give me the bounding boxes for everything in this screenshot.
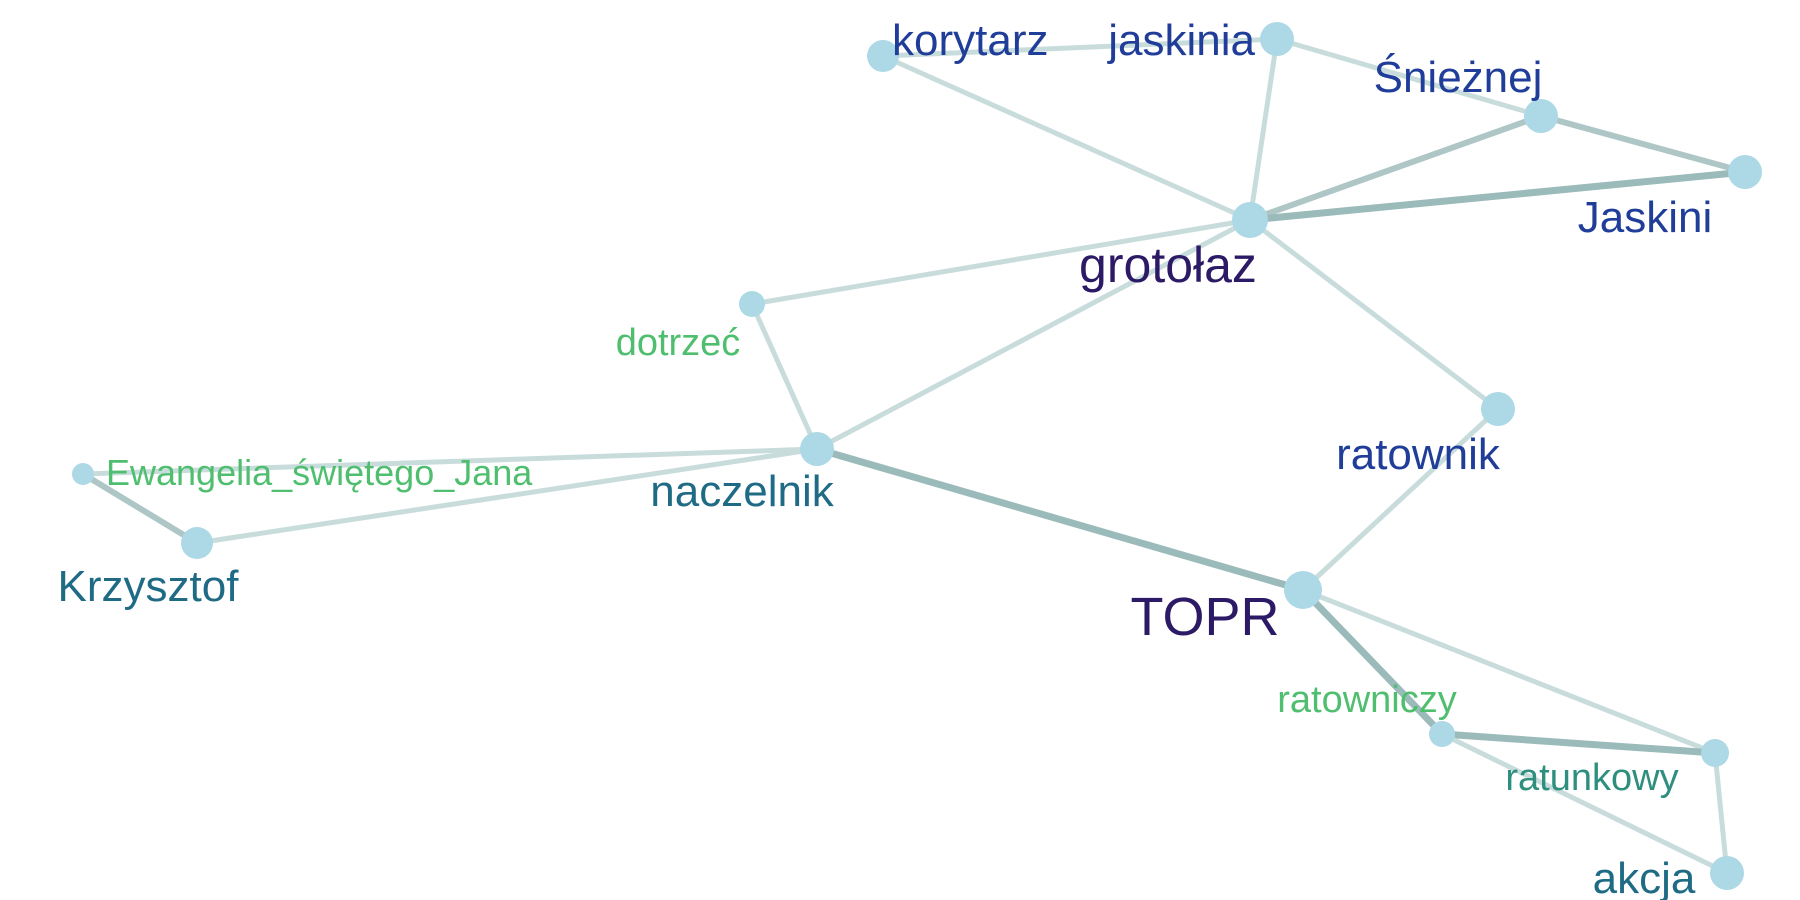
edge-topr-ratunkowy	[1300, 587, 1718, 756]
edge-sniezna-grotolaz	[1247, 113, 1544, 223]
edge-topr-ratowniczy	[1299, 586, 1446, 738]
node-ratunkowy	[1701, 739, 1729, 767]
edge-naczelnik-krzysztof	[194, 446, 820, 546]
edge-naczelnik-ewangelia	[80, 446, 820, 477]
node-label-ratownik: ratownik	[1336, 430, 1501, 479]
edge-ratunkowy-akcja	[1712, 750, 1730, 876]
edge-korytarz-jaskinia	[880, 36, 1280, 59]
node-akcja	[1710, 856, 1744, 890]
edge-dotrzec-naczelnik	[749, 301, 820, 452]
node-topr	[1284, 571, 1322, 609]
edge-ratowniczy-ratunkowy	[1438, 730, 1719, 757]
node-dotrzec	[739, 291, 765, 317]
node-label-dotrzec: dotrzeć	[616, 322, 741, 364]
edge-ratowniczy-akcja	[1439, 731, 1730, 876]
node-ewangelia	[72, 463, 94, 485]
node-korytarz	[867, 40, 899, 72]
node-naczelnik	[800, 432, 834, 466]
node-label-jaskini: Jaskini	[1578, 193, 1713, 242]
node-label-ewangelia: Ewangelia_świętego_Jana	[106, 452, 533, 493]
node-label-topr: TOPR	[1130, 587, 1279, 647]
edge-naczelnik-topr	[813, 445, 1307, 594]
edge-jaskinia-grotolaz	[1247, 36, 1280, 223]
node-krzysztof	[181, 527, 213, 559]
node-label-sniezna: Śnieżnej	[1374, 51, 1543, 102]
edge-grotolaz-dotrzec	[749, 217, 1253, 307]
node-jaskinia	[1260, 22, 1294, 56]
node-label-akcja: akcja	[1593, 854, 1696, 900]
edge-jaskinia-sniezna	[1274, 36, 1544, 119]
node-label-jaskinia: jaskinia	[1106, 16, 1255, 65]
edge-grotolaz-ratownik	[1247, 217, 1501, 412]
node-label-korytarz: korytarz	[892, 16, 1048, 65]
edge-ratownik-topr	[1300, 406, 1501, 593]
node-label-ratowniczy: ratowniczy	[1277, 679, 1457, 721]
edge-grotolaz-naczelnik	[814, 217, 1253, 452]
node-jaskini	[1728, 155, 1762, 189]
node-label-ratunkowy: ratunkowy	[1505, 757, 1678, 799]
node-label-grotolaz: grotołaz	[1079, 237, 1257, 293]
edge-layer	[80, 36, 1749, 876]
node-grotolaz	[1232, 202, 1268, 238]
edge-korytarz-grotolaz	[880, 53, 1253, 223]
node-ratownik	[1481, 392, 1515, 426]
edge-sniezna-jaskini	[1538, 113, 1748, 175]
node-layer	[72, 22, 1762, 890]
node-label-naczelnik: naczelnik	[650, 467, 834, 516]
edge-grotolaz-jaskini	[1246, 168, 1749, 224]
node-label-krzysztof: Krzysztof	[58, 562, 240, 611]
node-sniezna	[1524, 99, 1558, 133]
node-ratowniczy	[1429, 721, 1455, 747]
edge-ewangelia-krzysztof	[80, 471, 200, 546]
